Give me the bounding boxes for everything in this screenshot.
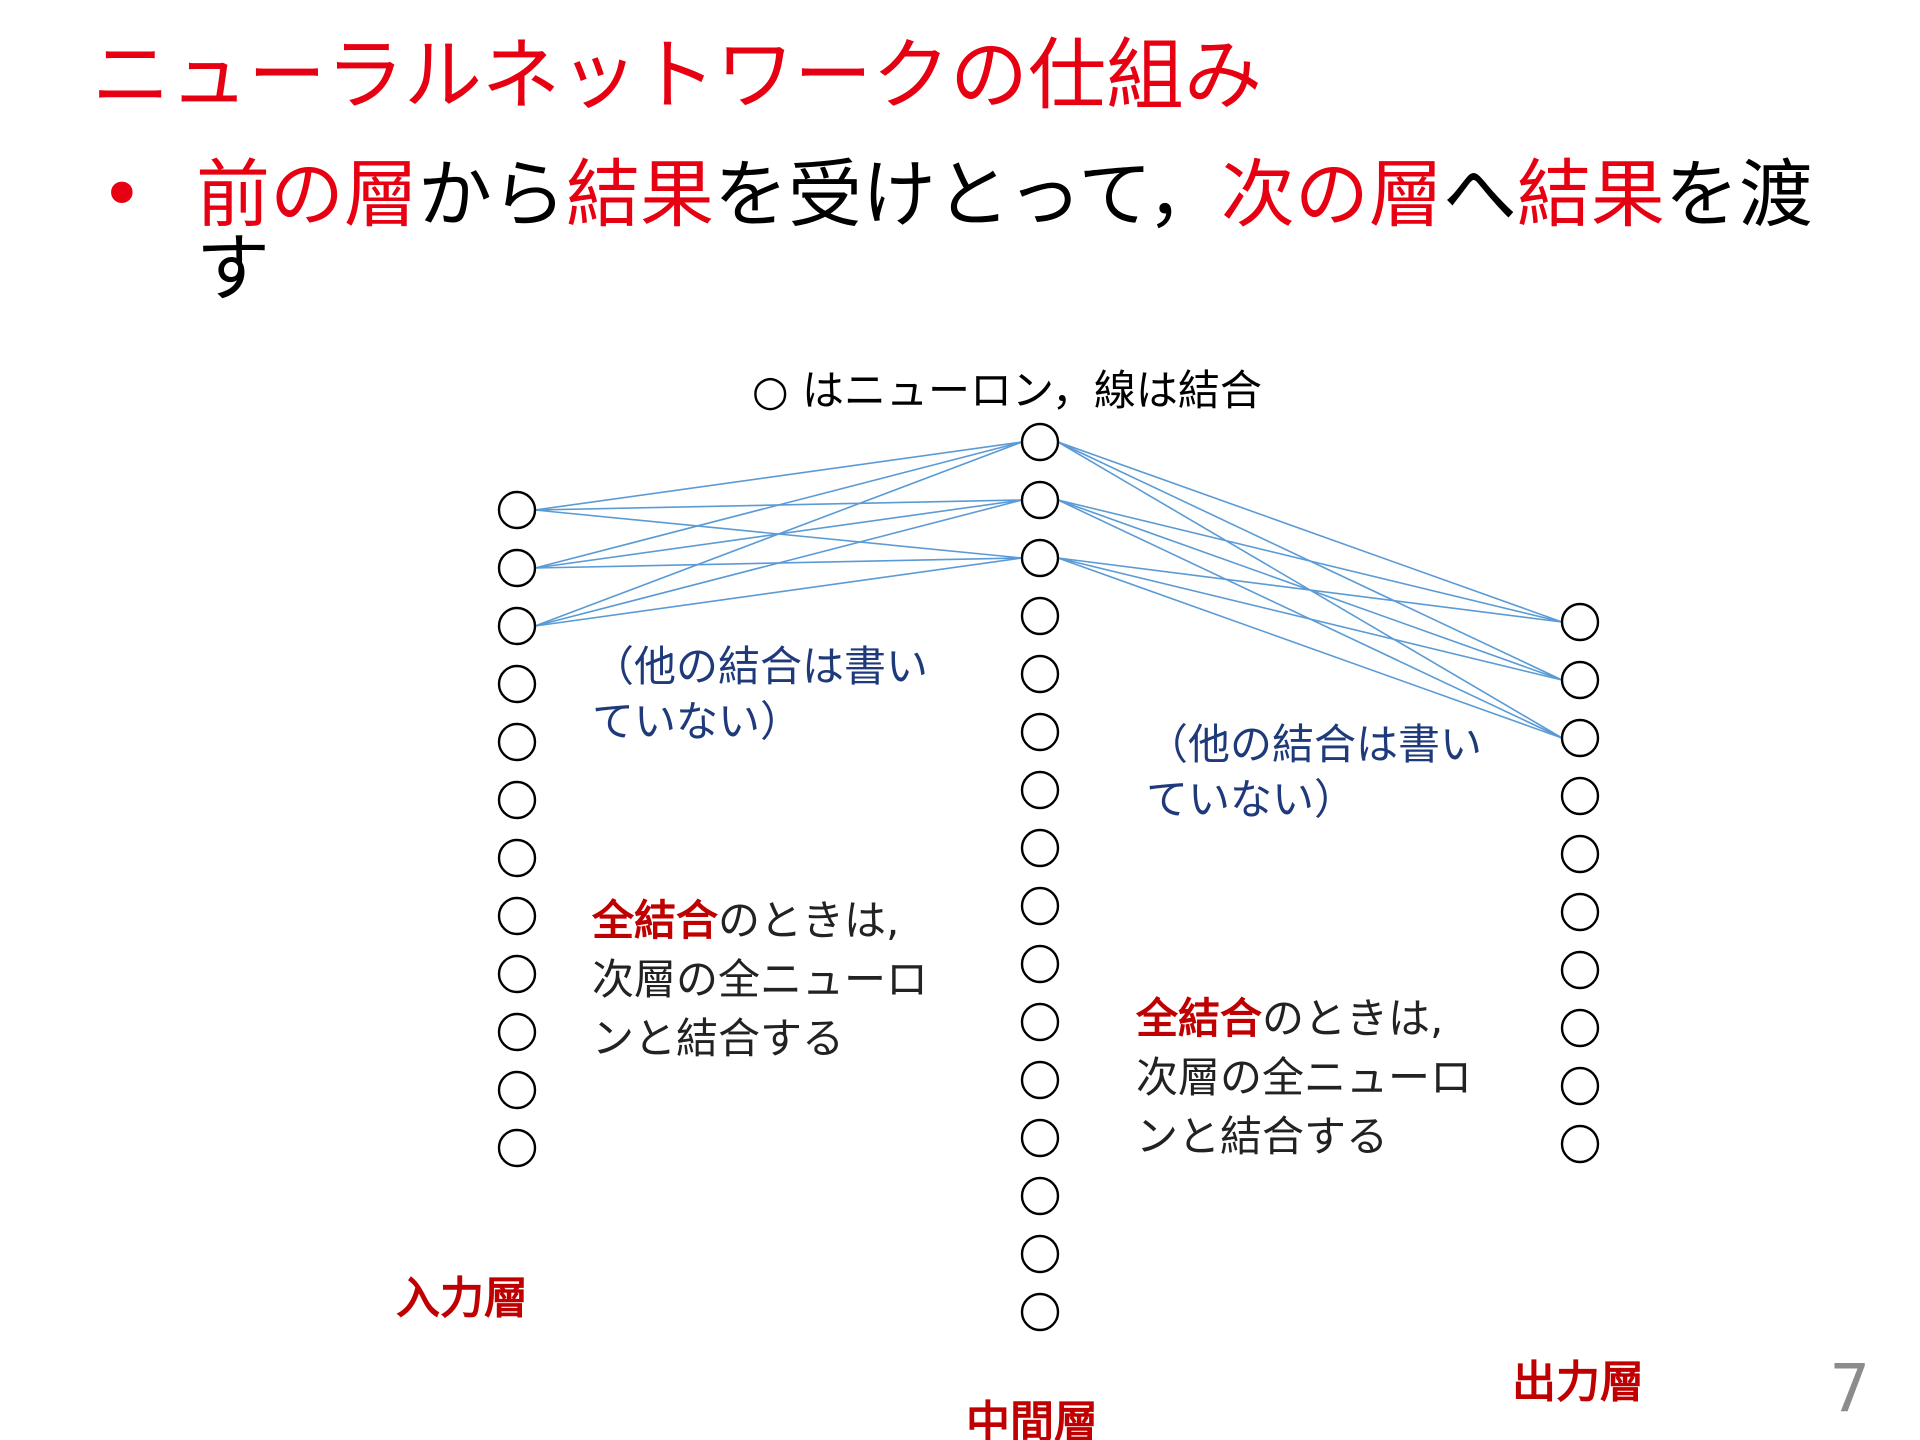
bullet-part: を受けとって，: [714, 152, 1221, 238]
neuron: [1560, 1008, 1600, 1048]
bullet-part: 結果: [566, 152, 714, 238]
neuron: [1560, 718, 1600, 758]
neuron: [1020, 480, 1060, 520]
layer-label-output: 出力層: [1512, 1357, 1644, 1408]
bullet-part: 結果: [1516, 152, 1665, 238]
connection-line: [1057, 557, 1563, 623]
note-emphasis: 全結合: [592, 896, 719, 945]
neuron: [1020, 886, 1060, 926]
bullet-part: 前の層: [196, 152, 418, 238]
note-omitted-connections-right: （他の結合は書いていない）: [1146, 720, 1483, 824]
neuron: [1020, 654, 1060, 694]
connection-line: [1057, 441, 1563, 739]
neuron: [1560, 602, 1600, 642]
neuron: [1020, 712, 1060, 752]
connection-line: [534, 499, 1023, 569]
connection-line: [534, 557, 1023, 569]
neuron: [497, 1128, 537, 1168]
neuron: [1020, 1060, 1060, 1100]
neuron: [1560, 834, 1600, 874]
bullet-part: へ: [1442, 152, 1517, 238]
neuron: [1560, 950, 1600, 990]
neuron: [1560, 892, 1600, 932]
layer-label-input: 入力層: [396, 1273, 528, 1324]
neuron: [1560, 1124, 1600, 1164]
neuron: [1020, 596, 1060, 636]
bullet-part: 次の層: [1220, 152, 1443, 238]
diagram-legend: ○ はニューロン，線は結合: [752, 366, 1262, 415]
bullet-part: を渡す: [196, 152, 1813, 312]
connection-line: [534, 499, 1023, 627]
neuron: [497, 780, 537, 820]
neuron: [497, 954, 537, 994]
neuron: [1020, 1118, 1060, 1158]
neuron: [497, 490, 537, 530]
neuron: [1020, 1292, 1060, 1332]
connection-line: [534, 509, 1023, 559]
neuron: [1020, 944, 1060, 984]
note-full-connection-left: 全結合のときは, 次層の全ニューロンと結合する: [592, 892, 952, 1068]
connection-line: [534, 557, 1023, 627]
neuron: [497, 606, 537, 646]
connection-line: [1057, 499, 1563, 681]
note-full-connection-right: 全結合のときは, 次層の全ニューロンと結合する: [1136, 990, 1496, 1166]
connection-line: [1057, 499, 1563, 623]
connection-line: [534, 441, 1023, 511]
neuron-layers: [497, 422, 1600, 1332]
bullet-marker: •: [100, 152, 144, 238]
connection-line: [1057, 441, 1563, 623]
slide-title: ニューラルネットワークの仕組み: [92, 31, 1263, 121]
neuron: [1020, 828, 1060, 868]
connection-line: [1057, 499, 1563, 739]
neuron: [497, 1012, 537, 1052]
connection-line: [1057, 557, 1563, 681]
note-body: のときは, 次層の全ニューロンと結合する: [592, 896, 929, 1063]
note-emphasis: 全結合: [1136, 994, 1263, 1043]
neuron: [497, 838, 537, 878]
connection-line: [534, 441, 1023, 627]
neuron: [497, 548, 537, 588]
connection-line: [1057, 557, 1563, 739]
bullet-text: 前の層から結果を受けとって，次の層へ結果を渡す: [196, 158, 1856, 306]
neuron: [1560, 1066, 1600, 1106]
neuron: [1020, 770, 1060, 810]
note-omitted-connections-left: （他の結合は書いていない）: [592, 642, 929, 746]
neuron: [1020, 422, 1060, 462]
neuron: [1020, 1234, 1060, 1274]
neuron: [497, 896, 537, 936]
page-number: 7: [1830, 1350, 1870, 1427]
neuron: [1020, 1002, 1060, 1042]
connection-line: [534, 499, 1023, 511]
note-body: のときは, 次層の全ニューロンと結合する: [1136, 994, 1473, 1161]
neuron: [1020, 538, 1060, 578]
neuron: [1020, 1176, 1060, 1216]
neuron: [497, 722, 537, 762]
neuron: [497, 1070, 537, 1110]
connection-line: [534, 441, 1023, 569]
bullet-part: から: [418, 152, 566, 238]
connection-line: [1057, 441, 1563, 681]
neuron: [497, 664, 537, 704]
neuron: [1560, 776, 1600, 816]
neuron: [1560, 660, 1600, 700]
layer-label-hidden: 中間層: [966, 1397, 1098, 1440]
